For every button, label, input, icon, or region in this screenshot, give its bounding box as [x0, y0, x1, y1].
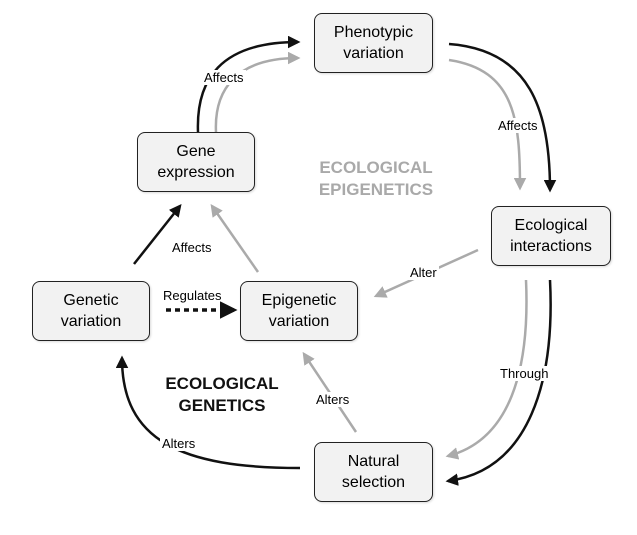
label-affects-right: Affects	[496, 118, 540, 133]
node-gene-expression: Gene expression	[137, 132, 255, 192]
arrow-phenotypic-to-ecological-black	[448, 42, 557, 193]
label-regulates: Regulates	[163, 288, 222, 303]
region-ecological-epigenetics: ECOLOGICAL EPIGENETICS	[318, 158, 434, 199]
arrow-epigenetic-to-gene-expression	[210, 203, 260, 273]
label-alters-middle: Alters	[314, 392, 352, 407]
node-ecological-interactions: Ecological interactions	[491, 206, 611, 266]
label-affects-top: Affects	[202, 70, 246, 85]
label-through: Through	[498, 366, 551, 381]
label-alters-bottom-left: Alters	[160, 436, 198, 451]
arrow-genetic-to-gene-expression	[133, 204, 182, 265]
arrow-ecological-to-selection-gray	[445, 279, 528, 460]
arrow-ecological-to-selection-black	[445, 279, 552, 486]
node-natural-selection: Natural selection	[314, 442, 433, 502]
node-epigenetic-variation: Epigenetic variation	[240, 281, 358, 341]
label-alter: Alter	[408, 265, 439, 280]
arrow-gene-expression-to-phenotypic-black	[196, 35, 301, 133]
node-phenotypic-variation: Phenotypic variation	[314, 13, 433, 73]
label-affects-middle: Affects	[170, 240, 214, 255]
node-genetic-variation: Genetic variation	[32, 281, 150, 341]
region-ecological-genetics: ECOLOGICAL GENETICS	[165, 374, 279, 415]
arrow-phenotypic-to-ecological-gray	[448, 58, 527, 191]
